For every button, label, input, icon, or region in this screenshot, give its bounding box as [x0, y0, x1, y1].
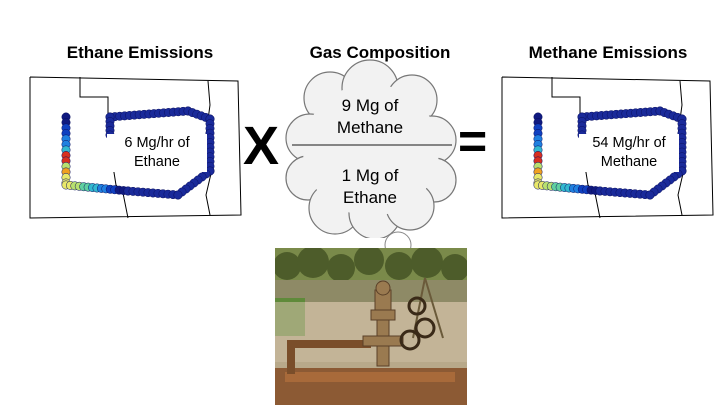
- gas-composition-cloud: [280, 58, 460, 238]
- flight-path-dot: [646, 191, 654, 199]
- flight-path-dot: [174, 191, 182, 199]
- denominator-line2: Ethane: [305, 187, 435, 209]
- wellhead-photo: [275, 248, 467, 405]
- ethane-emissions-title: Ethane Emissions: [40, 43, 240, 63]
- equals-sign: =: [458, 113, 487, 169]
- ethane-rate-label: 6 Mg/hr of Ethane: [107, 134, 207, 172]
- ethane-rate-line1: 6 Mg/hr of: [107, 134, 207, 153]
- cloud-numerator: 9 Mg of Methane: [305, 95, 435, 139]
- cloud-denominator: 1 Mg of Ethane: [305, 165, 435, 209]
- multiply-sign: X: [243, 116, 279, 176]
- numerator-line2: Methane: [305, 117, 435, 139]
- denominator-line1: 1 Mg of: [305, 165, 435, 187]
- methane-rate-label: 54 Mg/hr of Methane: [579, 134, 679, 172]
- methane-rate-line1: 54 Mg/hr of: [579, 134, 679, 153]
- methane-rate-line2: Methane: [579, 153, 679, 172]
- methane-emissions-title: Methane Emissions: [508, 43, 708, 63]
- numerator-line1: 9 Mg of: [305, 95, 435, 117]
- ethane-rate-line2: Ethane: [107, 153, 207, 172]
